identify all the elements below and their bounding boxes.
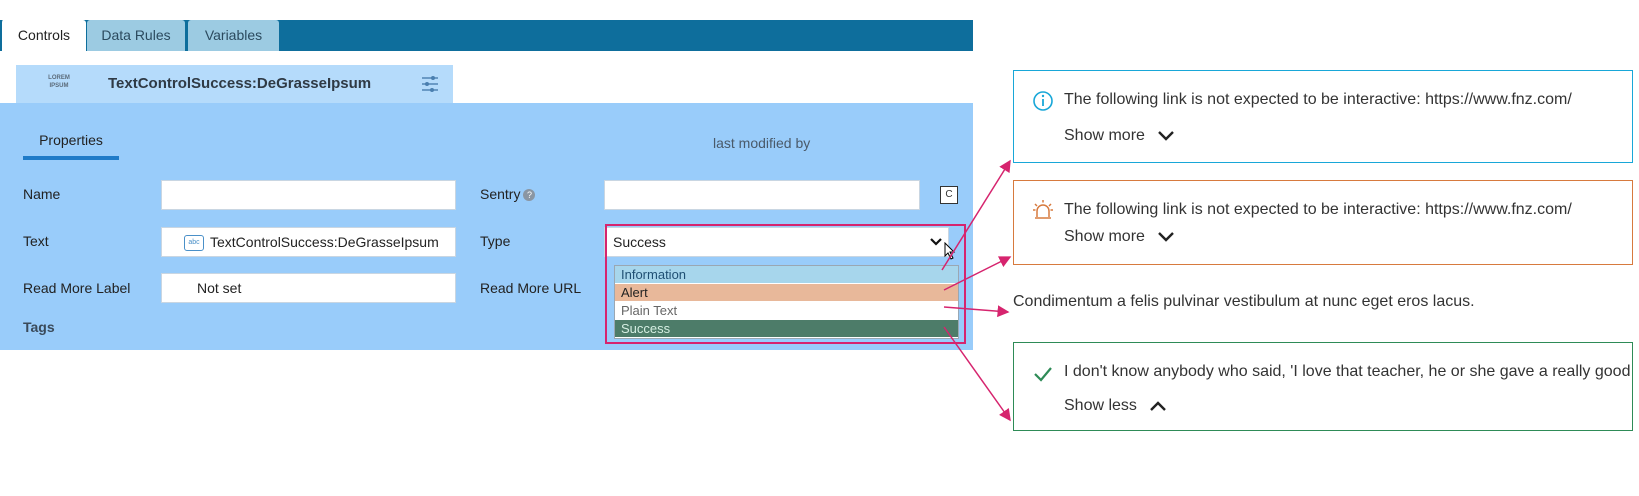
info-message: The following link is not expected to be…: [1064, 91, 1572, 108]
settings-sliders-icon[interactable]: [420, 74, 440, 94]
success-message: I don't know anybody who said, 'I love t…: [1064, 363, 1631, 380]
plain-text-notification: Condimentum a felis pulvinar vestibulum …: [1013, 293, 1475, 310]
sentry-input[interactable]: [604, 180, 920, 210]
text-resource-icon: abc: [184, 235, 204, 252]
option-success[interactable]: Success: [615, 320, 958, 337]
last-modified-label: last modified by: [713, 135, 811, 151]
name-label: Name: [23, 186, 61, 202]
tab-bar: Controls Data Rules Variables: [0, 20, 973, 51]
info-show-more[interactable]: Show more: [1064, 127, 1175, 145]
sentry-label: Sentry: [480, 186, 521, 202]
alert-show-more-label: Show more: [1064, 228, 1145, 245]
chevron-down-icon: [1158, 231, 1175, 242]
option-plain-text[interactable]: Plain Text: [615, 302, 958, 319]
option-alert[interactable]: Alert: [615, 284, 958, 301]
alert-notification: The following link is not expected to be…: [1013, 180, 1633, 265]
type-dropdown-list: Information Alert Plain Text Success: [614, 265, 959, 339]
type-selected-value: Success: [613, 234, 666, 250]
info-icon: [1033, 91, 1053, 111]
tab-controls[interactable]: Controls: [0, 20, 86, 51]
text-label: Text: [23, 233, 49, 249]
success-show-less-label: Show less: [1064, 397, 1137, 414]
name-input[interactable]: [161, 180, 456, 210]
tab-properties[interactable]: Properties: [23, 132, 119, 160]
sentry-label-wrap: Sentry?: [480, 186, 536, 202]
success-notification: I don't know anybody who said, 'I love t…: [1013, 342, 1633, 431]
info-notification: The following link is not expected to be…: [1013, 70, 1633, 163]
checkmark-icon: [1034, 367, 1052, 382]
alarm-light-icon: [1033, 200, 1053, 219]
tab-variables[interactable]: Variables: [188, 20, 279, 51]
help-icon[interactable]: ?: [523, 189, 536, 202]
read-more-label-input[interactable]: Not set: [161, 273, 456, 303]
control-logo: LOREM IPSUM: [48, 75, 70, 89]
mouse-cursor-icon: [944, 242, 956, 260]
option-information[interactable]: Information: [615, 266, 958, 283]
control-title: TextControlSuccess:DeGrasseIpsum: [108, 75, 372, 92]
properties-panel: Properties last modified by Name Sentry?…: [0, 103, 973, 350]
text-input[interactable]: abc TextControlSuccess:DeGrasseIpsum: [161, 227, 456, 257]
read-more-label: Read More Label: [23, 280, 131, 296]
info-show-more-label: Show more: [1064, 127, 1145, 144]
control-header: LOREM IPSUM TextControlSuccess:DeGrasseI…: [16, 65, 453, 103]
tags-label: Tags: [23, 319, 55, 335]
sentry-picker-button[interactable]: C: [940, 186, 958, 204]
type-label: Type: [480, 233, 511, 249]
type-select[interactable]: Success: [604, 227, 949, 257]
chevron-up-icon: [1150, 401, 1167, 411]
text-value: TextControlSuccess:DeGrasseIpsum: [210, 234, 439, 250]
success-show-less[interactable]: Show less: [1064, 397, 1167, 415]
alert-show-more[interactable]: Show more: [1064, 228, 1175, 246]
dropdown-highlight: [605, 224, 966, 344]
alert-message: The following link is not expected to be…: [1064, 201, 1572, 218]
chevron-down-icon: [1158, 130, 1175, 141]
tab-data-rules[interactable]: Data Rules: [87, 20, 185, 51]
read-more-url-label: Read More URL: [480, 280, 582, 296]
chevron-down-icon[interactable]: [930, 237, 942, 247]
